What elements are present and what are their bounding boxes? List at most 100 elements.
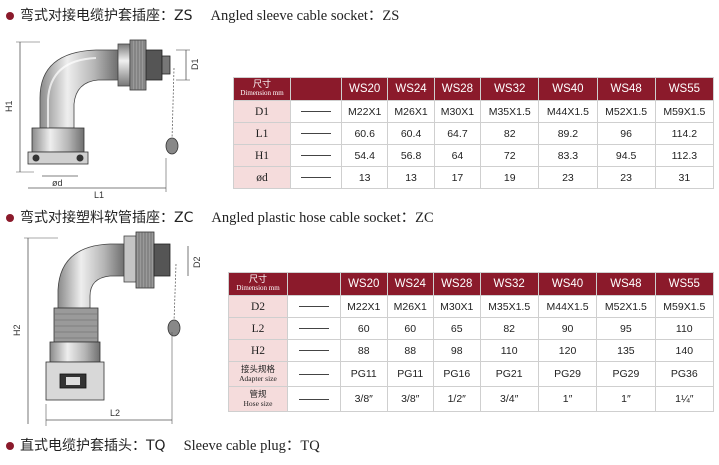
table-cell: M30X1 (433, 100, 482, 123)
column-header: WS48 (596, 272, 656, 296)
column-header: WS28 (433, 272, 481, 296)
dash-cell (290, 100, 342, 123)
table-cell: PG16 (433, 361, 481, 387)
table-cell: M35X1.5 (479, 295, 539, 318)
table-cell: 110 (479, 339, 539, 362)
dim-label-phi-d: ød (52, 178, 63, 188)
table-cell: 60.6 (340, 122, 389, 145)
row-label: H2 (228, 339, 288, 362)
table-cell: 1″ (537, 386, 598, 412)
table-cell: 17 (433, 166, 482, 189)
table-cell: PG29 (537, 361, 598, 387)
table-cell: 82 (480, 122, 540, 145)
dim-label-h1: H1 (4, 100, 14, 112)
section-title-zh: 弯式对接电缆护套插座：ZS (20, 8, 193, 24)
bullet-icon (6, 213, 14, 222)
table-cell: 72 (480, 144, 540, 167)
table-cell: 88 (386, 339, 434, 362)
angled-sleeve-socket-drawing: H1 D1 ød L1 (4, 39, 200, 200)
dash-header (287, 272, 341, 296)
table-cell: 135 (596, 339, 656, 362)
table-cell: 56.8 (387, 144, 435, 167)
row-label: H1 (233, 144, 291, 167)
column-header: WS24 (386, 272, 434, 296)
column-header: WS55 (654, 77, 715, 101)
table-cell: 82 (479, 317, 539, 340)
dash-header (290, 77, 342, 101)
table-cell: M44X1.5 (538, 100, 598, 123)
row-label: ød (233, 166, 291, 189)
table-cell: 3/8″ (386, 386, 434, 412)
row-label-zh: 接头规格 (240, 364, 275, 375)
table-cell: PG36 (654, 361, 715, 387)
section-title-zh: 直式电缆护套插头：TQ (20, 438, 166, 454)
table-cell: 120 (537, 339, 598, 362)
dim-label-l2: L2 (110, 408, 120, 418)
table-cell: 13 (387, 166, 435, 189)
corner-zh: 尺寸 (252, 80, 271, 90)
section-title-en: Sleeve cable plug：TQ (183, 438, 320, 454)
table-cell: 1″ (596, 386, 656, 412)
dash-cell (287, 317, 341, 340)
table-cell: PG11 (386, 361, 434, 387)
corner-zh: 尺寸 (248, 275, 267, 285)
column-header: WS40 (538, 77, 598, 101)
table-cell: 65 (433, 317, 481, 340)
table-cell: 31 (654, 166, 715, 189)
table-cell: 112.3 (654, 144, 715, 167)
row-label: L1 (233, 122, 291, 145)
table-cell: M35X1.5 (480, 100, 540, 123)
table-row: D2 M22X1 M26X1 M30X1 M35X1.5 M44X1.5 M52… (228, 295, 715, 318)
column-header: WS32 (479, 272, 539, 296)
table-cell: 3/4″ (479, 386, 539, 412)
dash-cell (287, 339, 341, 362)
table-cell: PG29 (596, 361, 656, 387)
table-cell: 60 (386, 317, 434, 340)
dash-cell (287, 361, 341, 387)
column-header: WS24 (387, 77, 435, 101)
dash-cell (290, 122, 342, 145)
table-row: L1 60.6 60.4 64.7 82 89.2 96 114.2 (233, 122, 715, 145)
table-cell: 140 (654, 339, 715, 362)
corner-en: Dimension mm (240, 89, 284, 97)
table-cell: 114.2 (654, 122, 715, 145)
column-header: WS32 (480, 77, 540, 101)
dim-label-h2: H2 (12, 324, 22, 336)
table-row: H2 88 88 98 110 120 135 140 (228, 339, 715, 362)
table-cell: M22X1 (340, 295, 388, 318)
table-cell: 89.2 (538, 122, 598, 145)
table-cell: 88 (340, 339, 388, 362)
table-cell: 19 (480, 166, 540, 189)
table-cell: M26X1 (386, 295, 434, 318)
corner-en: Dimension mm (236, 284, 280, 292)
table-cell: 96 (596, 122, 656, 145)
table-cell: 64 (433, 144, 482, 167)
bullet-icon (6, 441, 14, 450)
table-cell: 1/2″ (433, 386, 481, 412)
section-title-en: Angled plastic hose cable socket：ZC (211, 210, 434, 226)
angled-hose-socket-drawing: H2 D2 L2 (12, 231, 202, 426)
column-header: WS40 (537, 272, 598, 296)
table-row: D1 M22X1 M26X1 M30X1 M35X1.5 M44X1.5 M52… (233, 100, 715, 123)
dash-cell (287, 295, 341, 318)
column-header: WS20 (340, 272, 388, 296)
column-header: WS20 (340, 77, 389, 101)
bullet-icon (6, 11, 14, 20)
dash-cell (287, 386, 341, 412)
row-label: D2 (228, 295, 288, 318)
table-cell: 1¼″ (654, 386, 715, 412)
table-cell: 95 (596, 317, 656, 340)
table-cell: 23 (538, 166, 598, 189)
table-cell: M26X1 (387, 100, 435, 123)
table-cell: 90 (537, 317, 598, 340)
